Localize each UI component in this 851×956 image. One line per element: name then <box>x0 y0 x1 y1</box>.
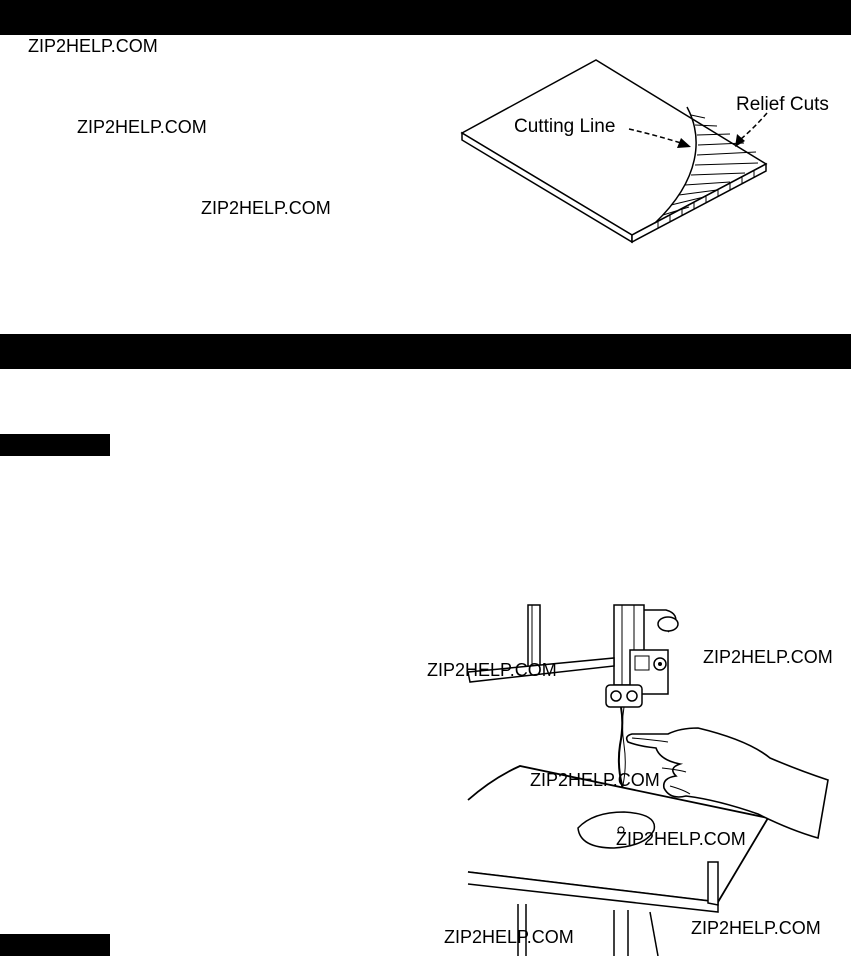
cutting-line-leader <box>628 128 682 144</box>
watermark: ZIP2HELP.COM <box>427 660 557 680</box>
throat-plate <box>577 811 656 849</box>
section-header-bar-top <box>0 0 851 35</box>
watermark: ZIP2HELP.COM <box>28 36 158 56</box>
label-tag-1 <box>0 434 110 456</box>
watermark: ZIP2HELP.COM <box>77 117 207 137</box>
board-side-face <box>631 162 767 244</box>
section-header-bar-middle <box>0 334 851 369</box>
relief-cuts-leader <box>740 112 768 140</box>
guard-knob <box>657 616 679 632</box>
saw-upper-column <box>527 604 541 668</box>
saw-upper-arm <box>467 657 615 683</box>
cutting-line-arrowhead <box>677 138 691 148</box>
watermark: ZIP2HELP.COM <box>201 198 331 218</box>
hand <box>625 727 829 840</box>
saw-table-edge <box>467 871 719 913</box>
relief-cuts-arrowhead <box>735 134 745 147</box>
watermark: ZIP2HELP.COM <box>703 647 833 667</box>
blade-guard-post <box>613 604 645 686</box>
watermark: ZIP2HELP.COM <box>691 918 821 938</box>
label-tag-2 <box>0 934 110 956</box>
watermark: ZIP2HELP.COM <box>444 927 574 947</box>
watermark: ZIP2HELP.COM <box>616 829 746 849</box>
cutting-line-label: Cutting Line <box>514 116 615 137</box>
relief-cuts-label: Relief Cuts <box>736 94 829 115</box>
watermark: ZIP2HELP.COM <box>530 770 660 790</box>
board-top-face <box>460 59 768 236</box>
band-saw-figure <box>467 604 829 956</box>
relief-cuts-figure: Cutting Line Relief Cuts <box>460 59 829 244</box>
cutting-line-curve <box>654 106 697 224</box>
